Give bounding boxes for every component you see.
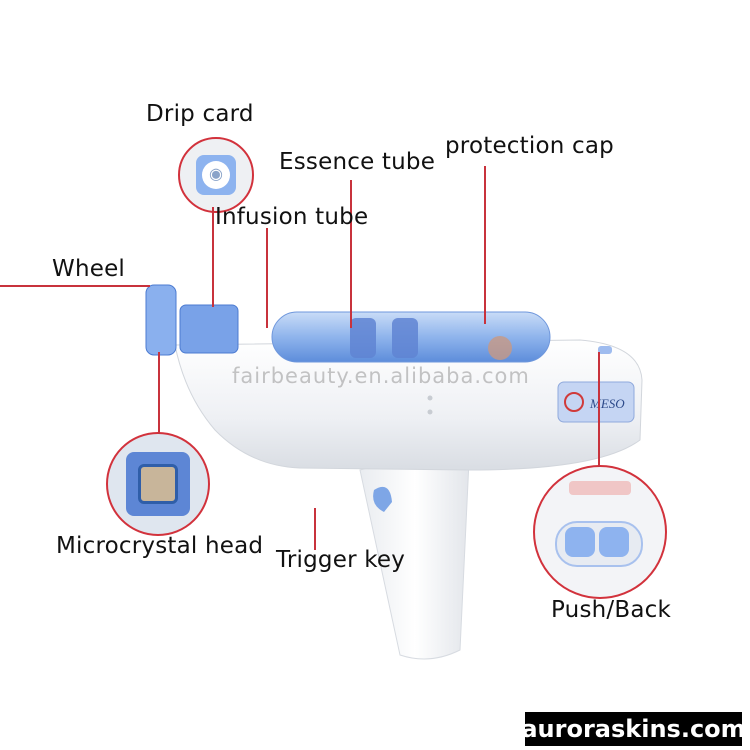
drip-card-icon: ◉ xyxy=(202,161,230,189)
badge-text: MESO xyxy=(589,396,625,411)
label-trigger-key: Trigger key xyxy=(276,547,406,573)
label-push-back: Push/Back xyxy=(551,597,671,623)
site-watermark: auroraskins.com xyxy=(521,712,746,746)
label-wheel: Wheel xyxy=(52,256,126,282)
push-back-zoom xyxy=(533,465,667,599)
leader-infusion-tube xyxy=(266,228,268,328)
meso-badge xyxy=(557,381,635,423)
leader-push-back xyxy=(598,352,600,467)
gun-body xyxy=(174,339,643,471)
label-infusion-tube: Infusion tube xyxy=(215,204,369,230)
leader-drip-card xyxy=(212,207,214,307)
label-essence-tube: Essence tube xyxy=(279,149,436,175)
leader-essence-tube xyxy=(350,180,352,328)
label-drip-card: Drip card xyxy=(146,101,254,127)
label-microcrystal-head: Microcrystal head xyxy=(56,533,264,559)
leader-microcrystal xyxy=(158,352,160,434)
leader-protection-cap xyxy=(484,166,486,324)
drip-card-zoom: ◉ xyxy=(178,137,254,213)
trigger xyxy=(373,486,392,512)
front-head xyxy=(179,304,239,354)
leader-trigger xyxy=(314,508,316,550)
watermark: fairbeauty.en.alibaba.com xyxy=(232,364,530,388)
leader-wheel xyxy=(0,285,150,287)
microcrystal-head-zoom xyxy=(106,432,210,536)
label-protection-cap: protection cap xyxy=(445,133,614,159)
